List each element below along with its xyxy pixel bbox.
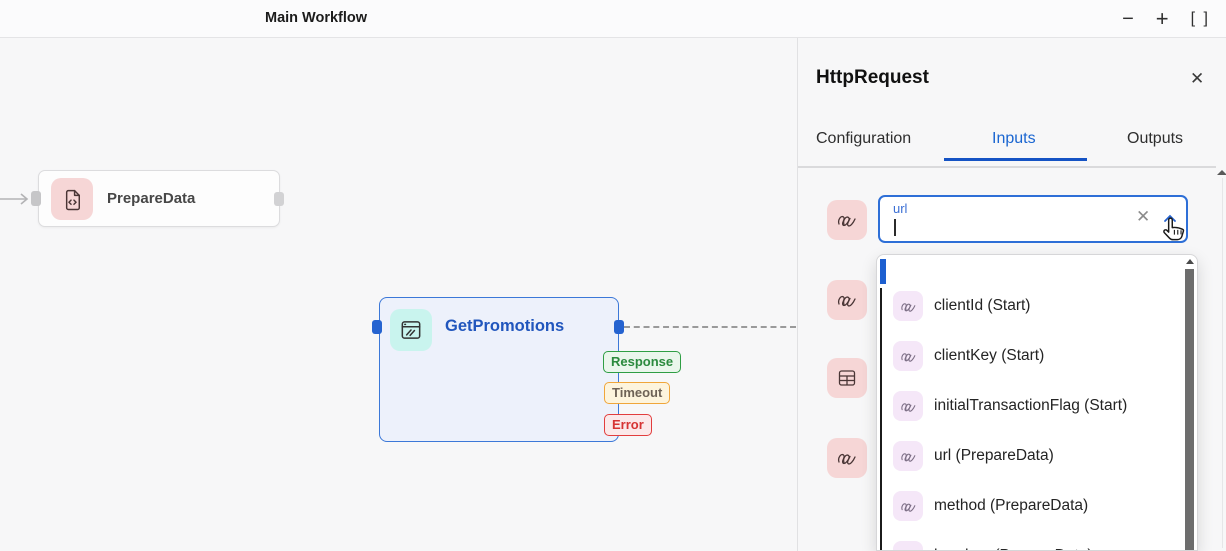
tab-divider bbox=[798, 166, 1216, 168]
tab-configuration[interactable]: Configuration bbox=[816, 130, 912, 147]
response-branch-badge[interactable]: Response bbox=[603, 351, 682, 373]
canvas-controls: − + [ ] bbox=[1122, 0, 1210, 37]
node-get-promotions[interactable]: GetPromotions bbox=[379, 297, 619, 442]
expression-icon bbox=[893, 291, 923, 321]
dropdown-item[interactable]: clientId (Start) bbox=[893, 281, 1173, 331]
expression-type-icon bbox=[827, 200, 867, 240]
dropdown-item[interactable]: method (PrepareData) bbox=[893, 481, 1173, 531]
expression-type-icon bbox=[827, 438, 867, 478]
workflow-title: Main Workflow bbox=[265, 10, 368, 26]
active-tab-indicator bbox=[944, 158, 1087, 161]
node-prepare-data[interactable]: PrepareData bbox=[38, 170, 280, 227]
node-label: PrepareData bbox=[107, 190, 196, 207]
error-branch-badge[interactable]: Error bbox=[604, 414, 652, 436]
node-label: GetPromotions bbox=[445, 317, 565, 335]
dropdown-item-label: clientId (Start) bbox=[934, 297, 1031, 314]
top-bar: Main Workflow − + [ ] bbox=[0, 0, 1226, 38]
scroll-up-icon[interactable] bbox=[1217, 170, 1226, 175]
panel-title: HttpRequest bbox=[816, 67, 929, 88]
code-file-icon bbox=[51, 178, 93, 220]
dropdown-item-label: method (PrepareData) bbox=[934, 497, 1089, 514]
panel-scrollbar[interactable] bbox=[1222, 178, 1223, 548]
dropdown-item[interactable]: initialTransactionFlag (Start) bbox=[893, 381, 1173, 431]
dropdown-item[interactable]: clientKey (Start) bbox=[893, 331, 1173, 381]
text-caret bbox=[894, 219, 896, 236]
dropdown-item-label: headers (PrepareData) bbox=[934, 547, 1093, 550]
dropdown-scrollbar[interactable] bbox=[1185, 269, 1194, 550]
tab-inputs[interactable]: Inputs bbox=[992, 130, 1036, 147]
variable-suggestions-dropdown: clientId (Start) clientKey (Start) initi… bbox=[876, 254, 1198, 551]
expression-icon bbox=[893, 441, 923, 471]
http-request-icon bbox=[390, 309, 432, 351]
scroll-up-icon[interactable] bbox=[1186, 259, 1194, 264]
dropdown-left-rule bbox=[880, 288, 882, 550]
dropdown-item-label: initialTransactionFlag (Start) bbox=[934, 397, 1128, 414]
table-type-icon bbox=[827, 358, 867, 398]
fit-view-icon[interactable]: [ ] bbox=[1190, 9, 1210, 27]
zoom-out-icon[interactable]: − bbox=[1122, 7, 1134, 30]
tab-outputs[interactable]: Outputs bbox=[1127, 130, 1184, 147]
url-input[interactable]: url ✕ bbox=[878, 195, 1188, 243]
dropdown-item[interactable]: url (PrepareData) bbox=[893, 431, 1173, 481]
output-port[interactable] bbox=[274, 192, 284, 206]
chevron-up-icon[interactable] bbox=[1162, 212, 1178, 224]
input-port[interactable] bbox=[31, 191, 41, 206]
highlighted-option-indicator bbox=[880, 259, 886, 284]
expression-icon bbox=[893, 491, 923, 521]
dropdown-item-label: clientKey (Start) bbox=[934, 347, 1045, 364]
expression-icon bbox=[893, 391, 923, 421]
dropdown-item[interactable]: headers (PrepareData) bbox=[893, 531, 1173, 550]
url-field-label: url bbox=[893, 201, 908, 216]
incoming-edge-arrow bbox=[0, 193, 29, 205]
clear-icon[interactable]: ✕ bbox=[1136, 207, 1151, 226]
timeout-branch-badge[interactable]: Timeout bbox=[604, 382, 671, 404]
close-icon[interactable]: ✕ bbox=[1190, 69, 1205, 88]
pending-edge bbox=[624, 326, 796, 328]
output-port[interactable] bbox=[614, 320, 624, 334]
table-icon bbox=[893, 541, 923, 550]
expression-type-icon bbox=[827, 280, 867, 320]
dropdown-item-label: url (PrepareData) bbox=[934, 447, 1054, 464]
input-port[interactable] bbox=[372, 320, 382, 334]
expression-icon bbox=[893, 341, 923, 371]
zoom-in-icon[interactable]: + bbox=[1155, 5, 1169, 31]
